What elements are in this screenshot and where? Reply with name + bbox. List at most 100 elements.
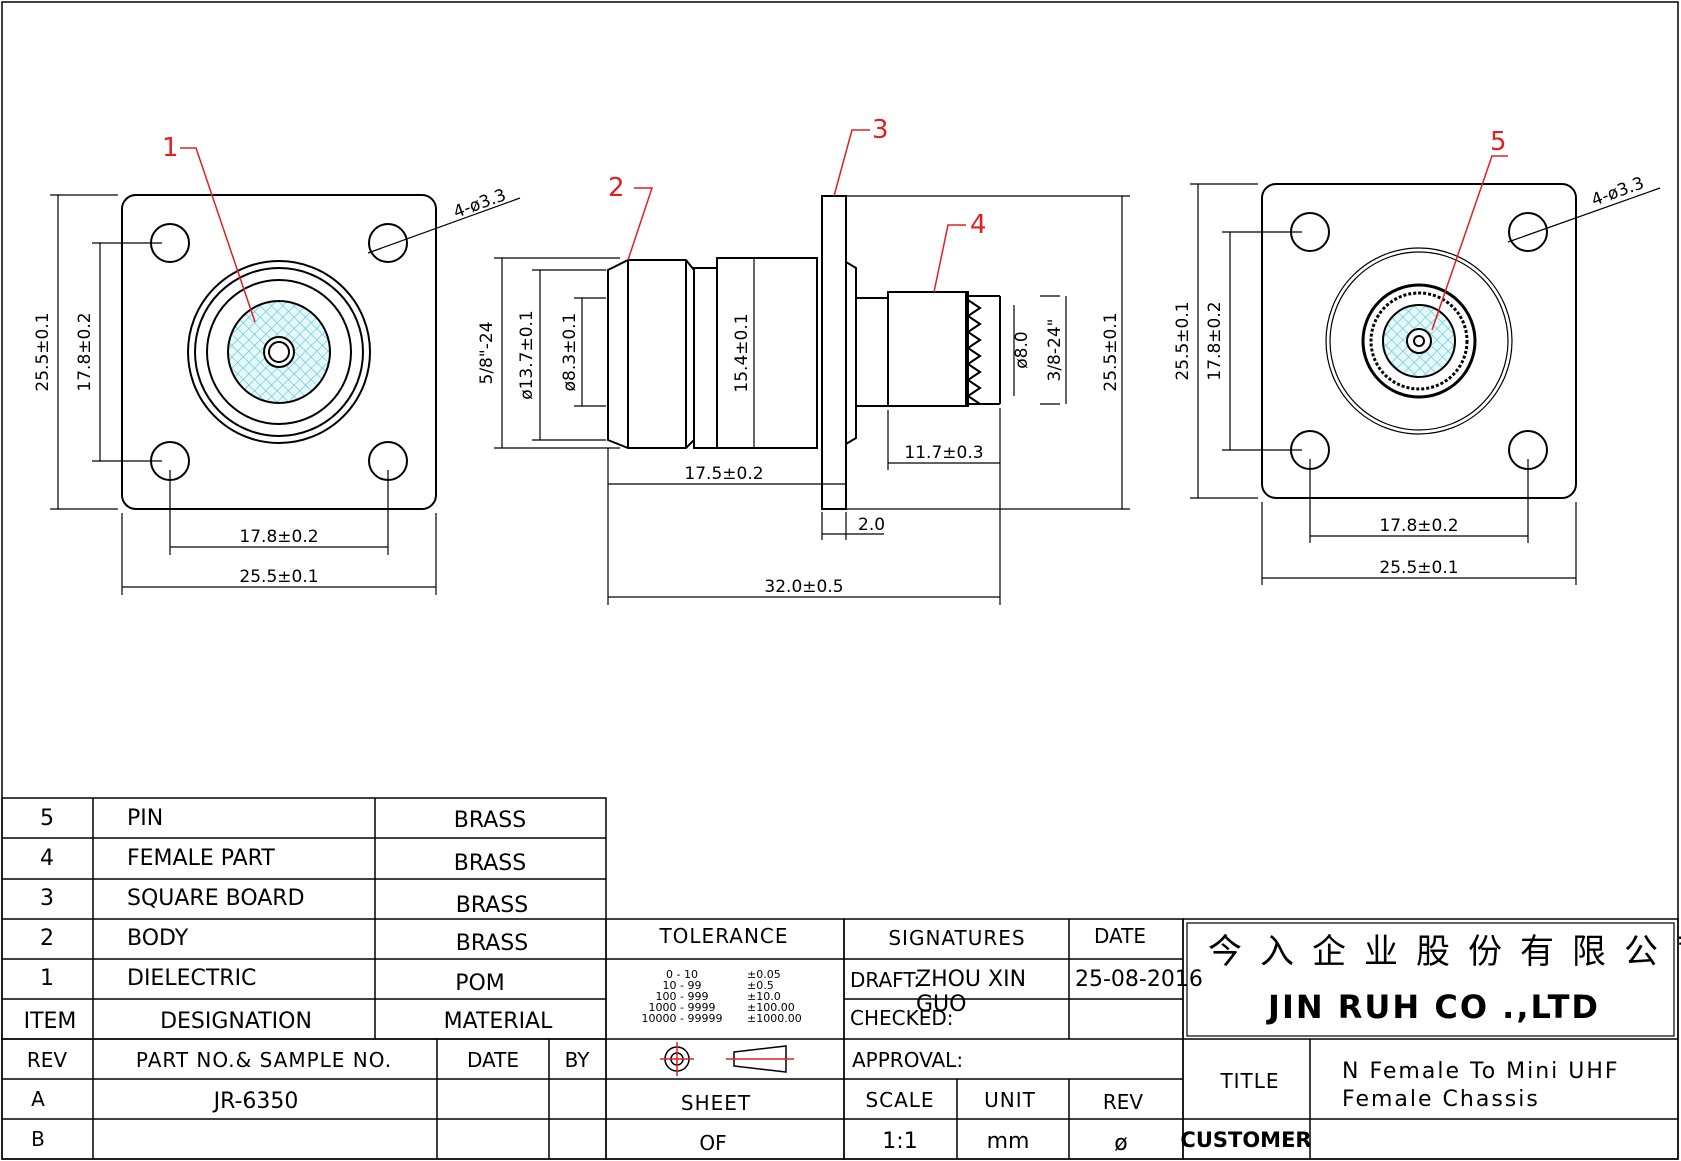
title-line-2: Female Chassis (1342, 1087, 1540, 1112)
dim-hole-pitch-v: 17.8±0.2 (1205, 301, 1225, 380)
body-ring (206, 279, 352, 425)
rear-neck (855, 297, 889, 407)
rev-header-date: DATE (467, 1048, 519, 1072)
rev-row-rev: A (31, 1087, 45, 1111)
bom-material: BRASS (456, 893, 528, 918)
rev-header-by: BY (565, 1048, 591, 1072)
outer-ring-2 (194, 267, 364, 437)
tolerance-value: ±10.0 (747, 990, 781, 1003)
company-name-en: JIN RUH CO .,LTD (1266, 988, 1600, 1026)
dim-len-11-7: 11.7±0.3 (904, 443, 983, 463)
tolerance-range: 1000 - 9999 (649, 1001, 716, 1014)
rear-thread (966, 299, 982, 405)
bom-material: BRASS (454, 851, 526, 876)
callout-3: 3 (872, 115, 889, 145)
dim-board-thickness: 2.0 (858, 515, 885, 535)
tolerance-range: 100 - 999 (656, 990, 709, 1003)
dim-hole-pitch-h: 17.8±0.2 (239, 527, 318, 547)
square-flange-outline (1261, 183, 1577, 499)
bom-designation: FEMALE PART (127, 846, 275, 871)
bom-item: 2 (40, 926, 54, 951)
dim-total-length: 32.0±0.5 (764, 577, 843, 597)
dim-width: 25.5±0.1 (239, 567, 318, 587)
square-board (821, 195, 847, 510)
tolerance-value: ±0.05 (747, 968, 781, 981)
dim-thread-front: 5/8"-24 (477, 322, 497, 385)
company-name-cn: 今入企业股份有限公司 (1208, 932, 1681, 972)
customer-label: CUSTOMER (1180, 1128, 1311, 1152)
checked-label: CHECKED: (850, 1006, 954, 1030)
pin-inner (1413, 335, 1425, 347)
dim-height: 25.5±0.1 (1173, 301, 1193, 380)
mount-hole-tr (368, 223, 408, 263)
bom-designation: SQUARE BOARD (127, 886, 305, 911)
front-view-left (50, 147, 521, 595)
main-body (716, 257, 818, 449)
dim-hole-pitch-v: 17.8±0.2 (75, 312, 95, 391)
scale-label: SCALE (865, 1088, 934, 1112)
date-label: DATE (1094, 924, 1146, 948)
dim-d8-0: ø8.0 (1012, 331, 1032, 368)
approval-label: APPROVAL: (852, 1048, 963, 1072)
dim-d8-3: ø8.3±0.1 (560, 313, 580, 392)
callout-1: 1 (162, 133, 179, 163)
bom-material: POM (455, 971, 505, 996)
bom-designation: PIN (127, 806, 163, 831)
outer-ring (1325, 247, 1513, 435)
front-sleeve (693, 267, 718, 449)
side-view (494, 129, 1130, 605)
bom-material: BRASS (454, 808, 526, 833)
front-threaded-nut (607, 259, 695, 449)
bom-header-material: MATERIAL (444, 1009, 553, 1034)
bom-table-grid (1, 797, 1679, 1160)
tolerance-range: 10000 - 99999 (642, 1012, 723, 1025)
bom-designation: BODY (127, 926, 189, 951)
bom-material: BRASS (456, 931, 528, 956)
draft-name-2: GUO (916, 992, 966, 1017)
dim-holes: 4-ø3.3 (451, 185, 509, 222)
rear-female-part (887, 291, 969, 407)
tolerance-range: 10 - 99 (663, 979, 702, 992)
draft-name: ZHOU XIN (916, 967, 1026, 992)
dim-len-17-5: 17.5±0.2 (684, 464, 763, 484)
draft-label: DRAFT: (850, 968, 920, 992)
dim-height: 25.5±0.1 (33, 312, 53, 391)
bom-header-designation: DESIGNATION (160, 1009, 312, 1034)
tolerance-value: ±1000.00 (747, 1012, 802, 1025)
dim-board-height: 25.5±0.1 (1101, 312, 1121, 391)
rev-label: REV (1103, 1090, 1144, 1114)
bom-item: 1 (40, 966, 54, 991)
callout-2: 2 (608, 173, 625, 203)
sheet-label: SHEET (681, 1091, 751, 1115)
socket-ring-inner (1369, 291, 1469, 391)
rev-header-rev: REV (27, 1048, 68, 1072)
tolerance-value: ±100.00 (747, 1001, 795, 1014)
dim-hole-pitch-h: 17.8±0.2 (1379, 516, 1458, 536)
socket-ring (1361, 283, 1477, 399)
mount-hole-tr (1508, 212, 1548, 252)
rev-row-part: JR-6350 (212, 1089, 299, 1114)
front-view-right (1190, 155, 1661, 585)
bom-header-item: ITEM (24, 1009, 77, 1034)
bom-designation: DIELECTRIC (127, 966, 256, 991)
tolerance-range: 0 - 10 (666, 968, 698, 981)
rear-collar (845, 260, 857, 446)
callout-5: 5 (1490, 127, 1507, 157)
of-label: OF (699, 1131, 726, 1155)
rev-header-part: PART NO.& SAMPLE NO. (136, 1048, 392, 1072)
bom-item: 5 (40, 806, 54, 831)
dim-width: 25.5±0.1 (1379, 558, 1458, 578)
center-contact-inner (268, 341, 290, 363)
title-label: TITLE (1219, 1069, 1279, 1093)
callout-4: 4 (970, 210, 987, 240)
tolerance-label: TOLERANCE (658, 924, 788, 948)
square-flange-outline (121, 194, 437, 510)
rev-value: ø (1114, 1131, 1127, 1156)
dim-holes: 4-ø3.3 (1589, 173, 1647, 210)
projection-symbol (660, 1042, 794, 1076)
scale-value: 1:1 (882, 1129, 917, 1154)
outer-ring-2 (1329, 251, 1509, 431)
dim-d13-7: ø13.7±0.1 (517, 310, 537, 400)
unit-value: mm (987, 1129, 1030, 1154)
